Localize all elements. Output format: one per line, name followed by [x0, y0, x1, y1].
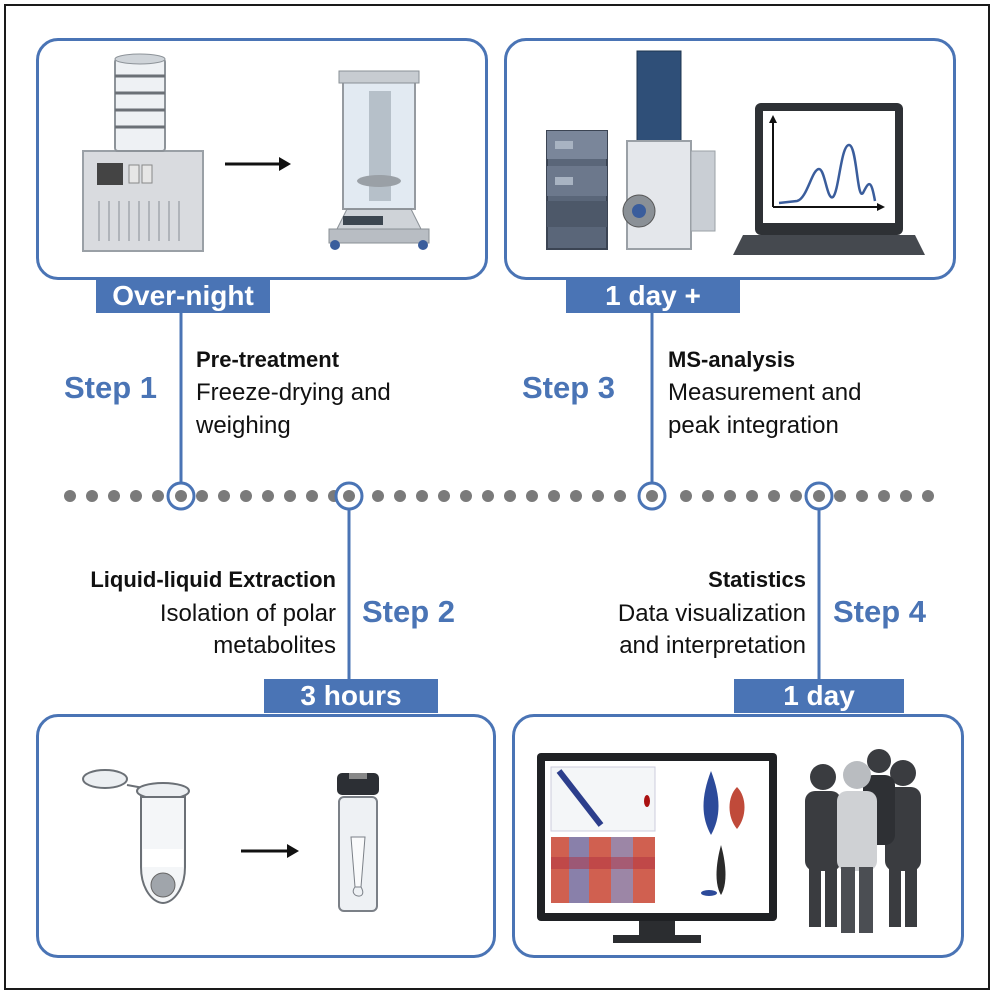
step2-desc-line2: metabolites: [213, 632, 336, 659]
arrow-right-icon: [225, 157, 291, 171]
step1-desc-line2: weighing: [196, 412, 291, 439]
step1-title: Pre-treatment: [196, 347, 340, 372]
step3-desc-line1: Measurement and: [668, 379, 862, 406]
panel-step3: [504, 38, 956, 280]
timeline-dot: [130, 490, 142, 502]
timeline-dot: [152, 490, 164, 502]
timeline-dot: [680, 490, 692, 502]
timeline-dot: [614, 490, 626, 502]
people-group-icon: [805, 749, 921, 933]
timeline-dot: [482, 490, 494, 502]
step1-label: Step 1: [64, 370, 158, 405]
hplc-system-icon: [546, 130, 608, 250]
timeline-dot: [768, 490, 780, 502]
step1-desc-line1: Freeze-drying and: [196, 379, 391, 406]
panel-step1: [36, 38, 488, 280]
timeline-dot: [746, 490, 758, 502]
timeline-dot: [790, 490, 802, 502]
microcentrifuge-tube-icon: [82, 769, 190, 905]
step2-label: Step 2: [362, 594, 456, 629]
timeline-dot: [922, 490, 934, 502]
timeline-dot: [724, 490, 736, 502]
timeline-dot: [218, 490, 230, 502]
timeline-dot: [262, 490, 274, 502]
step4-desc-line2: and interpretation: [619, 632, 806, 659]
timeline-dot: [372, 490, 384, 502]
timeline-dot: [570, 490, 582, 502]
step3-label: Step 3: [522, 370, 616, 405]
freeze-dryer-icon: [82, 53, 204, 252]
timeline-dot: [86, 490, 98, 502]
autosampler-vial-icon: [337, 773, 379, 912]
timeline-dot: [504, 490, 516, 502]
timeline-dot: [702, 490, 714, 502]
step4-desc-line1: Data visualization: [617, 600, 806, 627]
timeline-dot: [834, 490, 846, 502]
timeline-dot: [878, 490, 890, 502]
timeline-dot: [900, 490, 912, 502]
timeline-dot: [64, 490, 76, 502]
panel-step2: [36, 714, 496, 958]
timeline-dot: [460, 490, 472, 502]
timeline-dot: [108, 490, 120, 502]
panel-step4: [512, 714, 964, 958]
mass-spectrometer-icon: [622, 50, 716, 250]
step4-label: Step 4: [833, 594, 927, 629]
timeline-dot: [306, 490, 318, 502]
arrow-right-icon: [241, 844, 299, 858]
timeline-dot: [856, 490, 868, 502]
timeline-dot: [394, 490, 406, 502]
duration-tag-step1: Over-night: [96, 279, 270, 313]
step3-title: MS-analysis: [668, 347, 796, 372]
timeline-dot: [592, 490, 604, 502]
timeline-dots: [64, 490, 934, 502]
step3-desc-line2: peak integration: [668, 412, 839, 439]
timeline-dot: [416, 490, 428, 502]
analytical-balance-icon: [328, 70, 430, 250]
step2-title: Liquid-liquid Extraction: [90, 567, 336, 592]
timeline-dot: [548, 490, 560, 502]
monitor-statistics-icon: [537, 753, 777, 943]
duration-tag-step4: 1 day: [734, 679, 904, 713]
timeline-dot: [438, 490, 450, 502]
duration-tag-step3: 1 day +: [566, 279, 740, 313]
step4-title: Statistics: [708, 567, 806, 592]
duration-tag-step2: 3 hours: [264, 679, 438, 713]
timeline-dot: [196, 490, 208, 502]
laptop-chromatogram-icon: [733, 103, 925, 255]
step2-desc-line1: Isolation of polar: [159, 600, 336, 627]
timeline-dot: [240, 490, 252, 502]
timeline-dot: [526, 490, 538, 502]
timeline-dot: [284, 490, 296, 502]
